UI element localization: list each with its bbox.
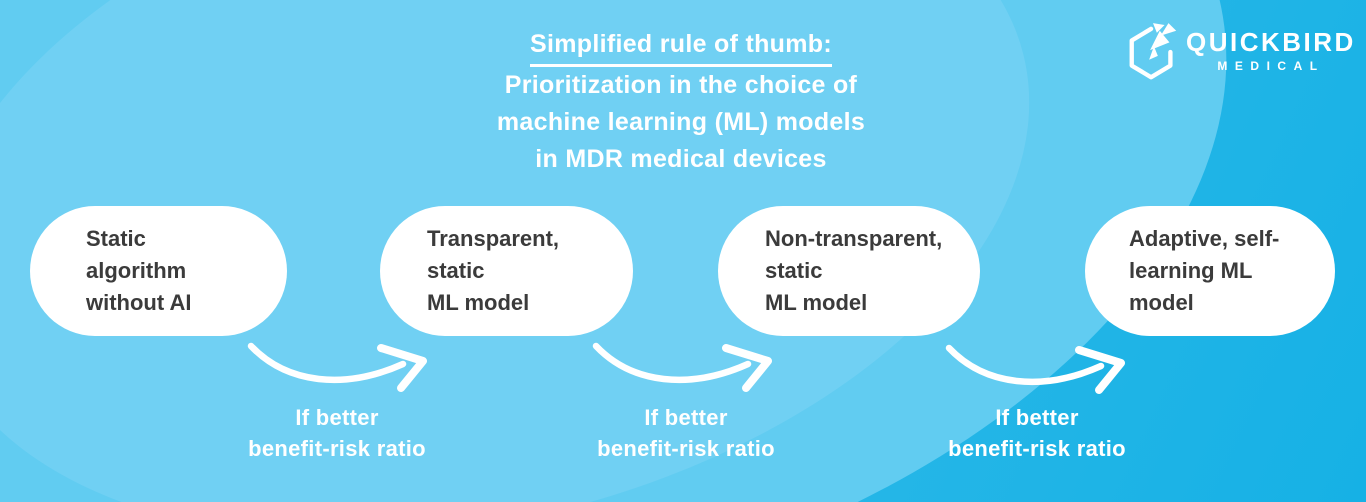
curved-arrow-icon xyxy=(247,342,427,392)
node-line: model xyxy=(1129,290,1194,315)
title-line-2: Prioritization in the choice of xyxy=(504,71,858,99)
node-line: ML model xyxy=(765,290,868,315)
title-line-heading: Simplified rule of thumb: xyxy=(370,26,992,67)
curved-arrow-icon xyxy=(592,342,772,392)
quickbird-logo: QUICKBIRD MEDICAL xyxy=(1124,20,1356,86)
node-line: ML model xyxy=(427,290,530,315)
transition-label: If better benefit-risk ratio xyxy=(187,402,487,464)
node-non-transparent-static-ml: Non-transparent, static ML model xyxy=(718,206,980,336)
node-line: Transparent, xyxy=(427,226,560,251)
page-title: Simplified rule of thumb: Prioritization… xyxy=(370,26,992,178)
node-static-algorithm: Static algorithm without AI xyxy=(30,206,287,336)
transition-label: If better benefit-risk ratio xyxy=(887,402,1187,464)
node-line: static xyxy=(427,258,485,283)
transition-label-line-2: benefit-risk ratio xyxy=(248,436,426,461)
node-line: static xyxy=(765,258,823,283)
node-line: algorithm xyxy=(86,258,187,283)
logo-brand-text: QUICKBIRD xyxy=(1186,27,1356,57)
title-line-4: in MDR medical devices xyxy=(535,145,827,173)
transition-label-line-2: benefit-risk ratio xyxy=(597,436,775,461)
node-line: Non-transparent, xyxy=(765,226,943,251)
transition-label-line-2: benefit-risk ratio xyxy=(948,436,1126,461)
node-line: learning ML xyxy=(1129,258,1253,283)
node-transparent-static-ml: Transparent, static ML model xyxy=(380,206,633,336)
transition-label: If better benefit-risk ratio xyxy=(536,402,836,464)
hummingbird-hexagon-icon xyxy=(1129,23,1177,80)
curved-arrow-icon xyxy=(945,344,1125,394)
logo-division-text: MEDICAL xyxy=(1217,59,1325,73)
node-adaptive-self-learning-ml: Adaptive, self- learning ML model xyxy=(1085,206,1335,336)
transition-label-line-1: If better xyxy=(295,405,379,430)
logo-wordmark: QUICKBIRD MEDICAL xyxy=(1186,27,1356,74)
transition-label-line-1: If better xyxy=(995,405,1079,430)
transition-label-line-1: If better xyxy=(644,405,728,430)
node-line: Static xyxy=(86,226,146,251)
node-line: without AI xyxy=(86,290,192,315)
title-line-3: machine learning (ML) models xyxy=(496,108,866,136)
node-line: Adaptive, self- xyxy=(1129,226,1280,251)
